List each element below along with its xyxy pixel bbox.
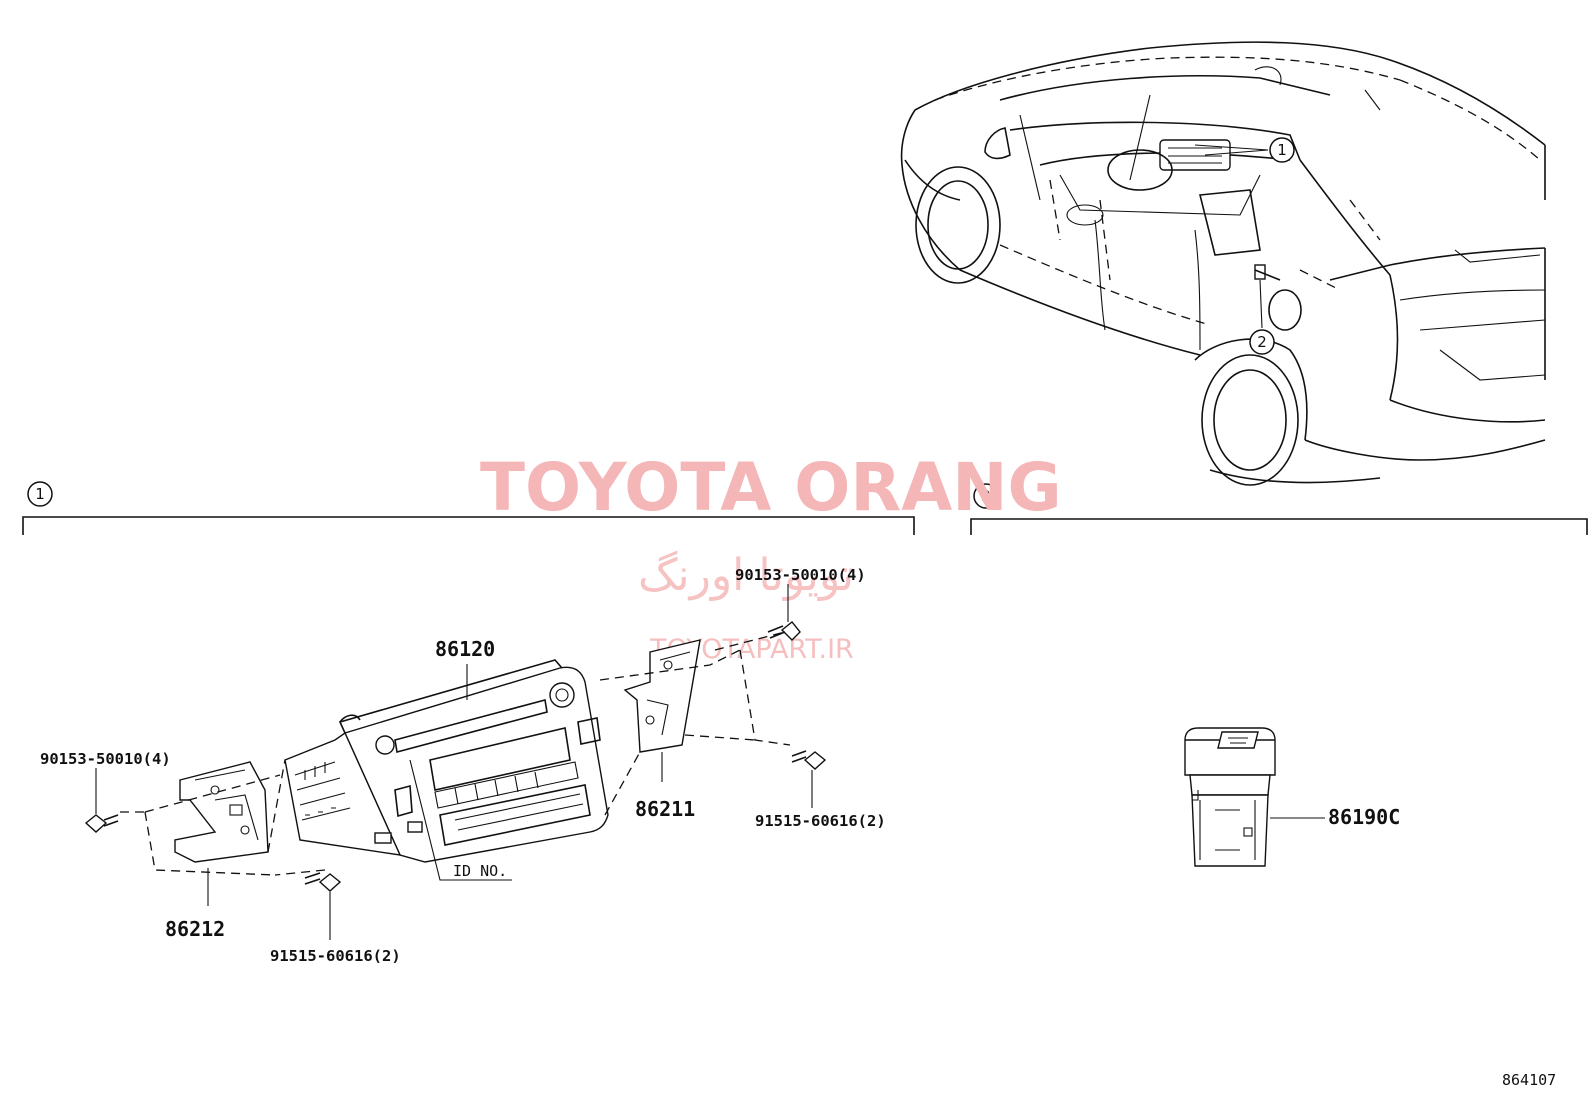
section-1-bracket — [22, 516, 915, 535]
part-91515-bottom-label: 91515-60616(2) — [270, 947, 401, 965]
switch-86190c — [1184, 727, 1276, 867]
section-2-label: 2 — [981, 487, 991, 505]
car-callout-2-label: 2 — [1257, 333, 1267, 351]
part-86120-label: 86120 — [435, 637, 495, 661]
screw-90153-left — [84, 814, 119, 833]
part-86190c-label: 86190C — [1328, 805, 1400, 829]
part-86211-label: 86211 — [635, 797, 695, 821]
id-no-label: ID NO. — [453, 862, 507, 880]
car-callout-2 — [1249, 329, 1275, 355]
car-callout-1 — [1269, 137, 1295, 163]
part-90153-left-label: 90153-50010(4) — [40, 750, 171, 768]
part-91515-right-label: 91515-60616(2) — [755, 812, 886, 830]
audio-unit-86120 — [284, 659, 609, 863]
watermark-brand: TOYOTA ORANG — [480, 449, 1062, 526]
car-illustration: 1 2 — [900, 41, 1546, 486]
section-1-label: 1 — [35, 485, 45, 503]
watermark-persian: تویوتا اورنگ — [638, 550, 854, 601]
screw-91515-bottom — [304, 872, 342, 892]
bracket-86211 — [623, 639, 701, 753]
bracket-86212 — [174, 761, 269, 863]
screw-90153-top — [767, 621, 801, 641]
screw-91515-right — [791, 750, 827, 770]
section-2-marker: 2 — [973, 483, 999, 509]
diagram-id: 864107 — [1502, 1071, 1556, 1089]
id-no-leader — [409, 759, 512, 881]
section-1-marker: 1 — [27, 481, 53, 507]
part-90153-top-label: 90153-50010(4) — [735, 566, 866, 584]
car-callout-1-label: 1 — [1277, 141, 1287, 159]
section-2-bracket — [970, 518, 1588, 535]
assembly-guidelines — [120, 631, 791, 876]
part-86212-label: 86212 — [165, 917, 225, 941]
